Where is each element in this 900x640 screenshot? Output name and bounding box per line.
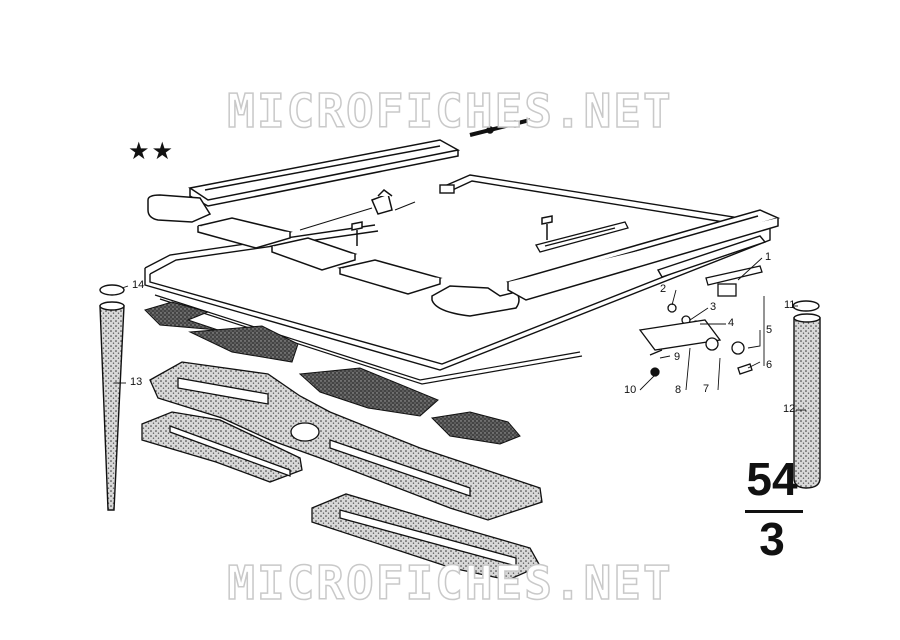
callout-2: 2	[660, 283, 667, 295]
gasket-strip	[144, 301, 521, 445]
left-drain-tube	[99, 284, 125, 511]
hardware-parts	[638, 265, 763, 377]
section-group-number: 54	[746, 453, 798, 505]
bolt	[351, 215, 553, 246]
callout-11: 11	[784, 299, 796, 311]
side-tube	[656, 235, 767, 278]
callout-4: 4	[728, 317, 735, 329]
headliner-panel-lower	[141, 411, 303, 483]
callout-10: 10	[624, 384, 637, 396]
callout-12: 12	[783, 403, 796, 415]
callout-7: 7	[703, 383, 710, 395]
callout-14: 14	[132, 279, 145, 291]
right-drain-tube	[792, 300, 821, 489]
callout-6: 6	[766, 359, 773, 371]
callout-8: 8	[675, 384, 682, 396]
section-sheet-number: 3	[759, 513, 785, 565]
drive-bracket	[299, 189, 416, 231]
front-slide-rail	[506, 209, 781, 301]
rear-slide-rail	[188, 139, 461, 207]
guide-pin	[469, 118, 531, 137]
applicability-stars: ★★	[128, 138, 176, 165]
center-guide	[535, 221, 629, 253]
watermark-bottom: MICROFICHES.NET	[227, 555, 673, 611]
front-slide-plates	[197, 217, 443, 295]
callout-1: 1	[765, 251, 772, 263]
headliner-panel-upper	[149, 361, 543, 521]
callout-9: 9	[674, 351, 681, 363]
headliner-panel-front	[311, 493, 541, 581]
callout-13: 13	[130, 376, 143, 388]
watermark-top: MICROFICHES.NET	[227, 83, 673, 139]
callout-3: 3	[710, 301, 717, 313]
callout-5: 5	[766, 324, 773, 336]
right-end-cap	[431, 285, 520, 317]
left-end-cap	[147, 194, 212, 223]
section-divider	[745, 510, 803, 513]
leader-lines	[114, 257, 806, 411]
